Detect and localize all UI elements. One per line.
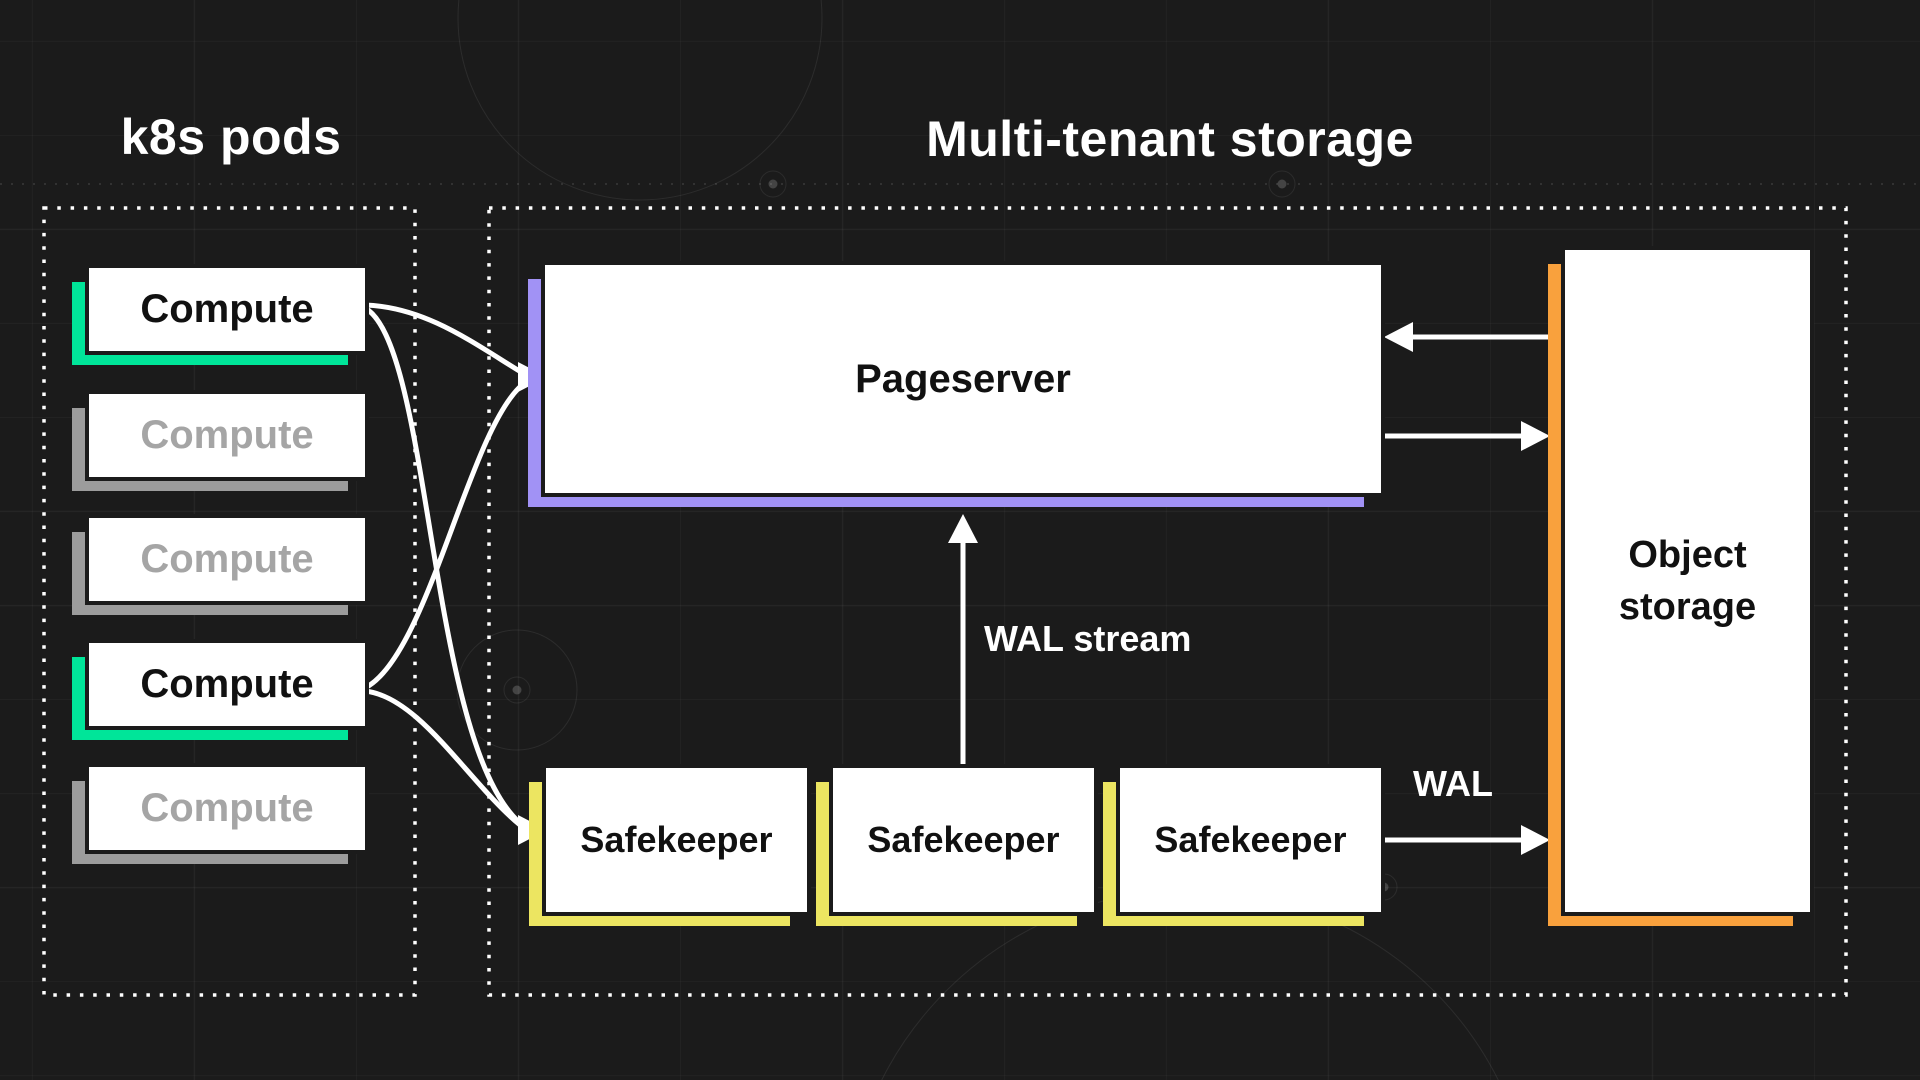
compute-label: Compute xyxy=(140,786,314,830)
wal-label: WAL xyxy=(1413,763,1493,804)
safekeeper-box-2: Safekeeper xyxy=(829,764,1098,916)
arrow-compute1-to-safekeeper xyxy=(363,305,522,825)
arrowhead-into-safekeeper xyxy=(518,815,547,845)
compute-label: Compute xyxy=(140,662,314,706)
multi-tenant-storage-container-border xyxy=(487,206,1848,997)
decorative-circle xyxy=(457,0,823,201)
arrow-safekeeper-to-objectstorage xyxy=(1381,825,1550,855)
pageserver-label: Pageserver xyxy=(855,356,1071,401)
k8s-pods-container-border xyxy=(42,206,417,997)
pageserver-box: Pageserver xyxy=(541,261,1385,497)
arrow-compute4-to-safekeeper xyxy=(364,688,522,827)
safekeeper-label: Safekeeper xyxy=(580,819,773,860)
multi-tenant-storage-title: Multi-tenant storage xyxy=(926,111,1414,167)
wal-stream-label: WAL stream xyxy=(984,618,1192,659)
arrow-pageserver-to-objectstorage xyxy=(1381,421,1550,451)
decorative-ring xyxy=(503,676,531,704)
decorative-ring xyxy=(1268,170,1296,198)
compute-box-5: Compute xyxy=(85,763,369,854)
compute-label: Compute xyxy=(140,537,314,581)
arrowhead-into-pageserver xyxy=(518,362,547,392)
compute-box-1: Compute xyxy=(85,264,369,355)
arrow-walstream-to-pageserver xyxy=(948,514,978,764)
safekeeper-box-1: Safekeeper xyxy=(542,764,811,916)
compute-label: Compute xyxy=(140,287,314,331)
safekeeper-box-3: Safekeeper xyxy=(1116,764,1385,916)
arrow-compute4-to-pageserver xyxy=(363,383,524,691)
arrow-objectstorage-to-pageserver xyxy=(1384,322,1552,352)
decorative-circle xyxy=(456,629,578,751)
safekeeper-label: Safekeeper xyxy=(867,819,1060,860)
arrow-compute1-to-pageserver xyxy=(364,302,523,375)
k8s-pods-title: k8s pods xyxy=(120,109,342,165)
compute-box-2: Compute xyxy=(85,390,369,481)
object-storage-box: Object storage xyxy=(1561,246,1814,916)
decorative-circle xyxy=(881,889,1499,1080)
compute-connection-arrows xyxy=(363,302,524,827)
compute-label: Compute xyxy=(140,413,314,457)
safekeeper-label: Safekeeper xyxy=(1154,819,1347,860)
object-storage-label: Object storage xyxy=(1618,533,1757,628)
compute-box-4: Compute xyxy=(85,639,369,730)
compute-box-3: Compute xyxy=(85,514,369,605)
decorative-ring xyxy=(759,170,787,198)
